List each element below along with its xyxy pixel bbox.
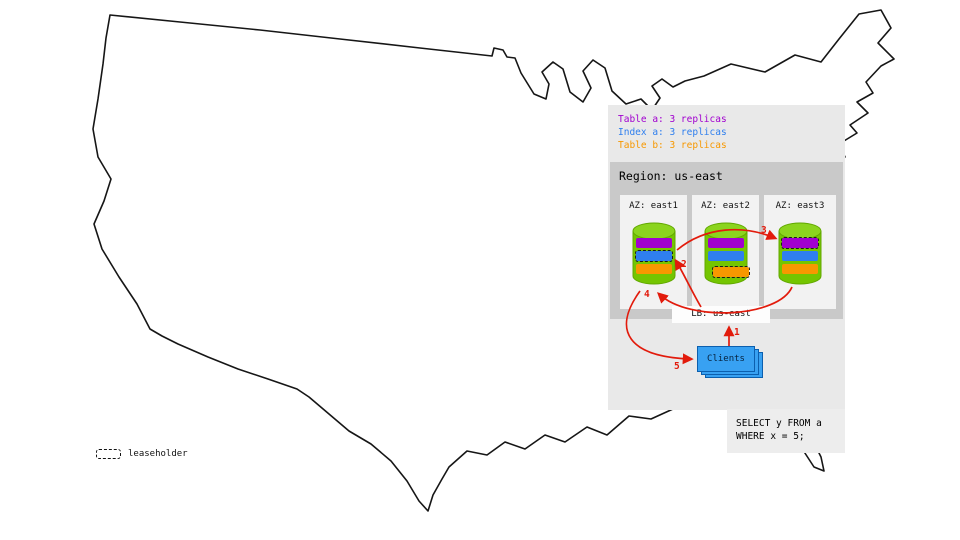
legend-table-a: Table a: 3 replicas bbox=[618, 114, 727, 125]
sql-line-1: SELECT y FROM a bbox=[736, 418, 822, 429]
info-panel: Table a: 3 replicas Index a: 3 replicas … bbox=[608, 105, 845, 410]
step-label-4: 4 bbox=[644, 289, 650, 300]
load-balancer-label: LB: us-east bbox=[691, 309, 751, 319]
legend-table-b: Table b: 3 replicas bbox=[618, 140, 727, 151]
az-box-east3: AZ: east3 bbox=[764, 195, 836, 309]
step-label-2: 2 bbox=[681, 259, 687, 270]
range-bars bbox=[707, 238, 750, 278]
load-balancer-box: LB: us-east bbox=[672, 306, 770, 323]
az-label-east2: AZ: east2 bbox=[701, 201, 750, 211]
range-table-a bbox=[707, 238, 744, 248]
range-index-a bbox=[707, 251, 744, 261]
leaseholder-dashed-swatch-icon bbox=[96, 449, 121, 459]
client-card-front: Clients bbox=[697, 346, 755, 372]
range-table-b bbox=[635, 264, 672, 274]
leaseholder-legend-label: leaseholder bbox=[128, 449, 188, 459]
clients-stack: Clients bbox=[697, 346, 765, 380]
az-label-east1: AZ: east1 bbox=[629, 201, 678, 211]
step-label-3: 3 bbox=[761, 225, 767, 236]
range-table-a-leaseholder bbox=[781, 237, 819, 249]
replica-legend: Table a: 3 replicas Index a: 3 replicas … bbox=[618, 113, 727, 152]
az-box-east1: AZ: east1 bbox=[620, 195, 687, 309]
range-table-a bbox=[635, 238, 672, 248]
leaseholder-legend: leaseholder bbox=[96, 449, 188, 459]
range-table-b bbox=[782, 264, 818, 274]
db-node-east3 bbox=[777, 222, 823, 286]
db-node-east1 bbox=[631, 222, 677, 286]
sql-query-box: SELECT y FROM a WHERE x = 5; bbox=[727, 409, 845, 453]
range-index-a-leaseholder bbox=[634, 250, 673, 262]
clients-label: Clients bbox=[707, 354, 745, 364]
db-node-east2 bbox=[703, 222, 750, 286]
range-bars bbox=[634, 238, 673, 274]
az-row: AZ: east1 AZ: east2 bbox=[620, 195, 836, 309]
legend-index-a: Index a: 3 replicas bbox=[618, 127, 727, 138]
range-table-b-leaseholder bbox=[711, 266, 750, 278]
az-box-east2: AZ: east2 bbox=[692, 195, 759, 309]
step-label-5: 5 bbox=[674, 361, 680, 372]
sql-line-2: WHERE x = 5; bbox=[736, 431, 805, 442]
region-title: Region: us-east bbox=[619, 169, 723, 183]
range-bars bbox=[781, 237, 819, 274]
step-label-1: 1 bbox=[734, 327, 740, 338]
range-index-a bbox=[782, 251, 818, 261]
az-label-east3: AZ: east3 bbox=[775, 201, 825, 211]
